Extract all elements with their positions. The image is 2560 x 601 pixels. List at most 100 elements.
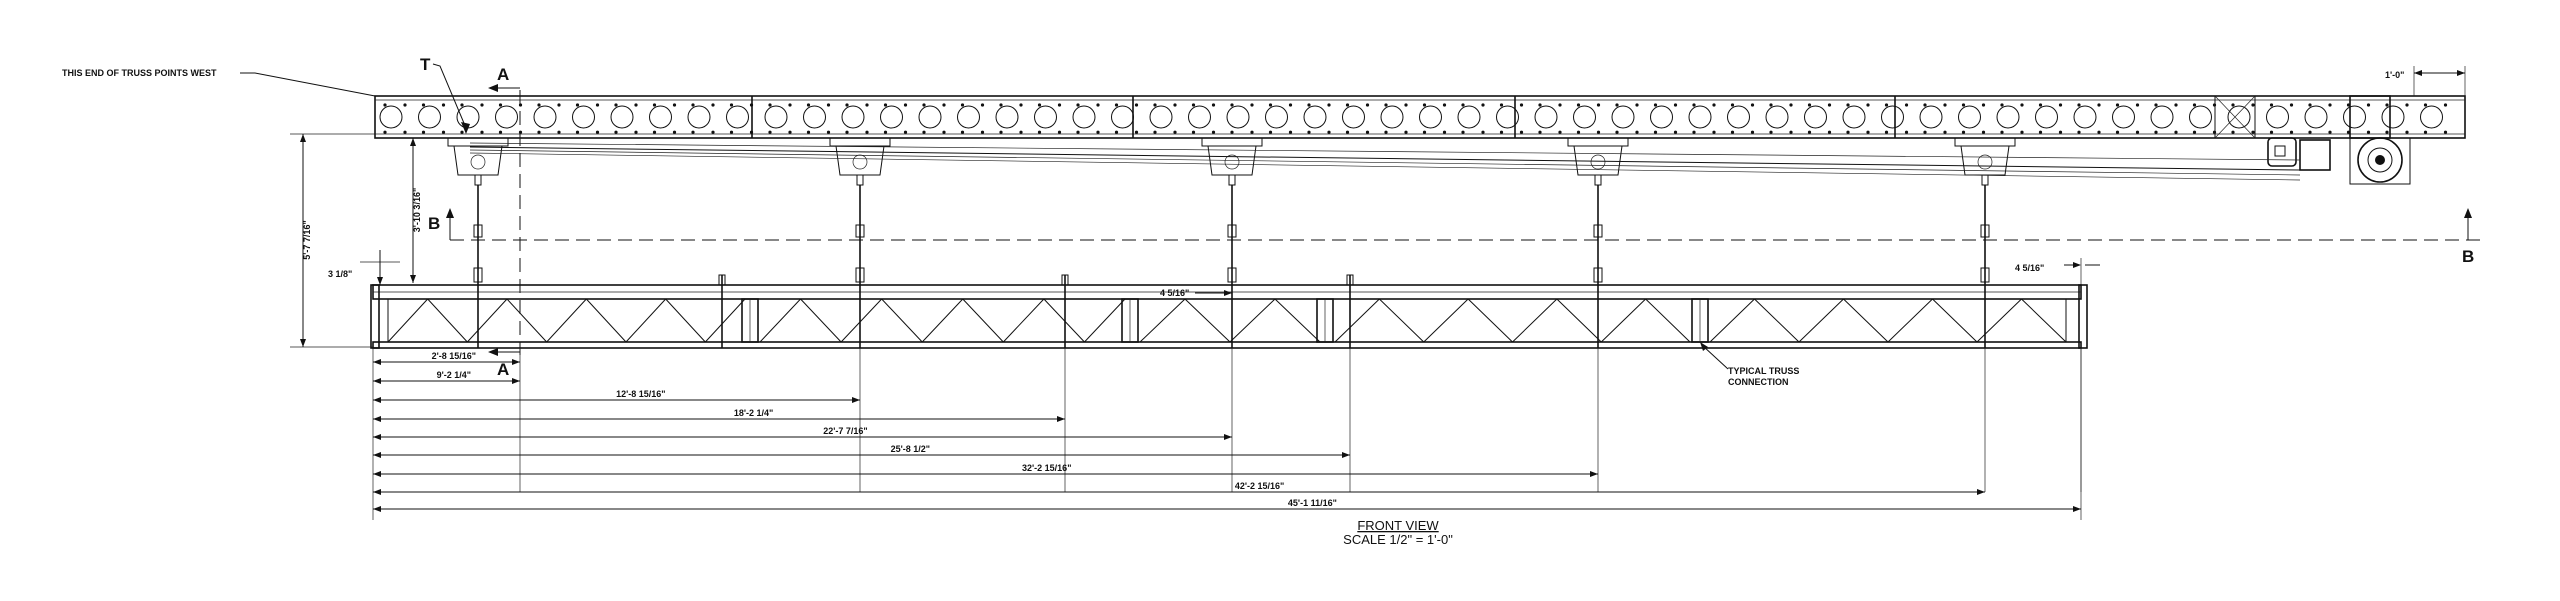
perforation-hole — [1842, 105, 1866, 129]
dim-arrow-start — [373, 489, 381, 495]
bolt-dot — [421, 103, 426, 107]
bolt-dot — [2251, 103, 2255, 107]
bolt-dot — [845, 130, 849, 134]
bolt-dot — [2038, 103, 2043, 107]
rod-clamp — [855, 267, 865, 283]
truss-diagonal — [1645, 298, 1691, 343]
truss-diagonal — [1229, 298, 1276, 343]
horizontal-dimension-chain: 2'-8 15/16"9'-2 1/4"12'-8 15/16"18'-2 1/… — [372, 348, 2082, 520]
bolt-dot — [1461, 130, 1465, 134]
view-title: FRONT VIEW — [1357, 518, 1439, 533]
bolt-dot — [2405, 103, 2409, 107]
truss-diagonal — [625, 298, 667, 343]
perforation-hole — [1072, 105, 1096, 129]
bolt-dot — [1789, 130, 1793, 134]
bolt-dot — [1250, 130, 1254, 134]
dim-hanger-drop: 3'-10 3/16" — [412, 188, 422, 232]
end-offset-dimension: 1'-0" — [2385, 66, 2466, 96]
bolt-dot — [1750, 103, 1755, 107]
bolt-dot — [1268, 103, 1273, 107]
pulley-wheel — [1590, 154, 1606, 170]
pulley-plate — [829, 137, 891, 147]
bolt-dot — [1327, 130, 1331, 134]
bolt-dot — [1673, 130, 1678, 134]
bolt-dot — [2308, 130, 2312, 134]
bolt-dot — [1846, 130, 1850, 134]
bolt-dot — [1519, 130, 1524, 134]
truss-diagonal — [1002, 298, 1045, 343]
bolt-dot — [2289, 103, 2294, 107]
dim-arrow-start — [373, 397, 381, 403]
truss-diagonal — [840, 298, 883, 343]
bolt-dot — [1173, 130, 1177, 134]
bolt-dot — [480, 103, 484, 107]
perforation-hole — [880, 105, 903, 129]
bolt-dot — [421, 130, 426, 134]
dim-arrow-end — [1342, 452, 1350, 458]
section-a-label-top: A — [497, 65, 509, 84]
bolt-dot — [2443, 130, 2448, 134]
truss-diagonal — [1334, 298, 1380, 343]
perforation-hole — [2189, 105, 2212, 129]
bolt-dot — [980, 103, 985, 107]
perforation-hole — [841, 105, 865, 129]
perforation-hole — [1996, 105, 2020, 129]
bolt-dot — [2115, 130, 2120, 134]
bolt-dot — [480, 130, 484, 134]
pulley-plate — [447, 137, 509, 147]
truss-diagonal — [1467, 298, 1513, 343]
stanchion-cap — [1346, 274, 1354, 286]
bolt-dot — [1365, 130, 1370, 134]
perforation-hole — [1804, 105, 1827, 129]
perforation-hole — [2381, 105, 2405, 129]
typical-truss-note: TYPICAL TRUSS CONNECTION — [1700, 342, 1799, 387]
perforation-hole — [1765, 105, 1789, 129]
bolt-dot — [1789, 103, 1793, 107]
bolt-dot — [2328, 103, 2332, 107]
perforation-hole — [1419, 105, 1442, 129]
bolt-dot — [1961, 130, 1966, 134]
dim-arrow-end — [852, 397, 860, 403]
perforation-hole — [2227, 105, 2251, 129]
perforation-hole — [2035, 105, 2058, 129]
bolt-dot — [826, 103, 831, 107]
dim-arrow-end — [1590, 471, 1598, 477]
t-label: T — [420, 55, 431, 74]
bolt-dot — [2423, 130, 2428, 134]
bolt-dot — [1692, 103, 1696, 107]
bolt-dot — [1345, 103, 1350, 107]
bolt-dot — [1558, 103, 1562, 107]
bolt-dot — [883, 130, 888, 134]
rod-clamp — [1980, 267, 1990, 283]
bolt-dot — [806, 130, 811, 134]
bolt-dot — [575, 103, 580, 107]
perforation-hole — [1611, 105, 1635, 129]
bolt-dot — [2269, 103, 2274, 107]
truss-diagonal — [1887, 298, 1933, 343]
section-b-label-left: B — [428, 214, 440, 233]
bolt-dot — [2000, 103, 2004, 107]
bolt-dot — [2269, 130, 2274, 134]
bolt-dot — [2192, 103, 2197, 107]
bolt-dot — [595, 130, 600, 134]
perforation-hole — [1149, 105, 1173, 129]
truss-diagonal — [1423, 298, 1469, 343]
bolt-dot — [1211, 130, 1216, 134]
bolt-dot — [634, 103, 638, 107]
bolt-dot — [1134, 130, 1139, 134]
bolt-dot — [1499, 103, 1504, 107]
perforation-hole — [1919, 105, 1943, 129]
dim-text: 2'-8 15/16" — [432, 351, 476, 361]
bolt-dot — [1923, 103, 1927, 107]
pulley-housing — [1207, 145, 1257, 176]
bolt-dot — [672, 130, 677, 134]
bolt-dot — [1923, 130, 1927, 134]
bolt-dot — [1461, 103, 1465, 107]
dim-arrow-start — [373, 416, 381, 422]
bolt-dot — [1673, 103, 1678, 107]
bolt-dot — [1635, 130, 1639, 134]
perforation-hole — [1303, 105, 1327, 129]
bolt-dot — [1538, 130, 1542, 134]
bolt-dot — [1499, 130, 1504, 134]
